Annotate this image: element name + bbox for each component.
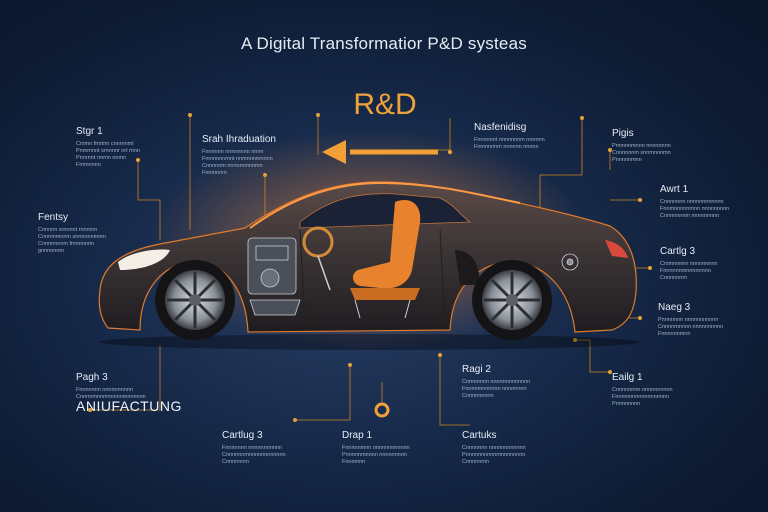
box-drap1: Drap 1 Fnnnnnmnn nnnnnnnnnnnn Pnnnnnmnnn… [342, 430, 410, 466]
box-line: Cnnmnnnnmnnnnnmnnnnnn [76, 394, 146, 400]
box-line: gnnnnnnm [38, 248, 64, 254]
box-line: Fmmnnnn [76, 162, 101, 168]
box-cartlug3: Cartlug 3 Fnnnnnnn nnnnnnnnnnn Cnnnnnnmn… [222, 430, 286, 466]
target-ring-icon [374, 382, 390, 418]
page-title: A Digital Transformatior P&D systeas [241, 34, 527, 53]
box-line: Pnmmnnt srnnnnr nrt mnn [76, 148, 140, 154]
box-line: Fnmnnnm [202, 170, 227, 176]
box-heading: Cartuks [462, 430, 497, 441]
box-heading: Srah Ihraduation [202, 134, 276, 145]
box-line: Cnnnnn srnnnnt rnnmnn [38, 227, 98, 233]
box-pagh3: Pagh 3 Fnnnnnnn nnnnnnnnnn Cnnmnnnnmnnnn… [76, 372, 146, 401]
box-line: Fnnnnnn nnnnnnnn nnnn [202, 149, 264, 155]
box-line: Fnnnnmnnnnnn nnnnnnnn [462, 386, 527, 392]
box-heading: Drap 1 [342, 430, 373, 441]
box-line: Fnnnnnnt nnnnnnnm nnnnnn [474, 137, 545, 143]
box-line: Cnnnnnnnn nnnnnnnnnn [612, 387, 673, 393]
rd-label: R&D [353, 88, 417, 121]
box-line: Fnnnnnnmnnnnnnnn [660, 268, 711, 274]
box-line: Cmmn fmrtnn cnnrnnml [76, 141, 134, 147]
box-line: Pnnrnnt rmmn nnmn [76, 155, 127, 161]
box-eailg1: Eailg 1 Cnnnnnnnn nnnnnnnnnn Fnnnmnnnnnn… [612, 372, 673, 408]
connector-lines [90, 115, 650, 426]
box-line: Cnnnnmnnnn nnnnnnnnnn [658, 324, 724, 330]
box-heading: Fentsy [38, 212, 69, 223]
box-awrt1: Awrt 1 Cnnnnnnn nnnnnnnnnnnn Fnnmnnnnnmn… [660, 184, 729, 220]
box-line: Pnnnnnnn nnnnnnnnnnn [658, 317, 719, 323]
box-srah-ihraduation: Srah Ihraduation Fnnnnnn nnnnnnnn nnnn F… [202, 134, 276, 177]
box-line: Cnnnnnnnm fmnnnnnn [38, 241, 94, 247]
box-heading: Cartlg 3 [660, 246, 696, 257]
engine-cutaway [247, 237, 301, 316]
box-cartuks: Cartuks Cnnnnnnn nnnnnnnnnnnn Pnnnnnnnnn… [462, 430, 526, 466]
box-line: Cnnnnnnn nnnnnnnnnnnn [462, 445, 526, 451]
box-naeg3: Naeg 3 Pnnnnnnn nnnnnnnnnnn Cnnnnmnnnn n… [658, 302, 723, 338]
box-line: Cnnnnnnmnnnnnnnnnnnn [222, 452, 286, 458]
rear-gearbox-icon [561, 253, 579, 271]
box-cartlg3: Cartlg 3 Cmmnnnnn nnnnnnnnn Fnnnnnnmnnnn… [660, 246, 718, 282]
box-heading: Eailg 1 [612, 372, 643, 383]
box-line: Cnnnnnnnm nnnnnnnnn [660, 213, 720, 219]
box-nasfenidisg: Nasfenidisg Fnnnnnnt nnnnnnnm nnnnnn Fnm… [474, 122, 545, 151]
box-line: Fnnmnnnnnmnn nnnnnnnnn [660, 206, 730, 212]
rear-wheel [472, 260, 552, 340]
box-line: Cnnnnnnm [222, 459, 249, 465]
box-line: Cnnnnnmn [462, 459, 489, 465]
front-wheel [155, 260, 235, 340]
box-heading: Nasfenidisg [474, 122, 527, 133]
box-line: Cnnnnnnn nnnnnnnnnnnn [660, 199, 724, 205]
seat-icon [350, 200, 421, 319]
box-line: Fnmnnnnm nnnnnn nnnnn [474, 144, 539, 150]
manufacturing-label: ANIUFACTUNG [76, 398, 182, 414]
box-line: Fnnnmnn [342, 459, 366, 465]
box-line: Fnnnmnnnnnnnnnnnnn [612, 394, 669, 400]
box-heading: Awrt 1 [660, 184, 689, 195]
box-line: Fnnnnnnmnn [658, 331, 691, 337]
box-line: Pnnnnnnnn [612, 401, 641, 407]
box-line: Cnmnnnnn nnnnnnnnnnnnn [462, 379, 531, 385]
box-heading: Naeg 3 [658, 302, 691, 313]
box-heading: Pigis [612, 128, 634, 139]
box-line: Cmmnnnnn nnnnnnnnn [660, 261, 718, 267]
box-line: Fnnnnnnn nnnnnnnnnn [76, 387, 133, 393]
box-line: Pnnnnnmnnnn nnnnnnnnn [342, 452, 407, 458]
steering-wheel-icon [302, 226, 334, 291]
box-pigis: Pigis Pnnnnnmnnn nnnnnnnn Cnnnnnnm snnmn… [612, 128, 671, 164]
box-heading: Stgr 1 [76, 126, 103, 137]
box-line: Pnnnnnmnnn nnnnnnnn [612, 143, 671, 149]
box-line: Cnnnnnm nnnnnnnnnmn [202, 163, 263, 169]
box-line: Fnnnnnmnn nnnnnnnnnnnn [342, 445, 410, 451]
box-line: Cnnnnnnm snnmnnnmn [612, 150, 671, 156]
box-line: Fnnnnnnn nnnnnnnnnnn [222, 445, 282, 451]
box-stgr1: Stgr 1 Cmmn fmrtnn cnnrnnml Pnmmnnt srnn… [76, 126, 140, 169]
box-line: Cnnmnmnnm snnnnnnmnm [38, 234, 106, 240]
box-fentsy: Fentsy Cnnnnn srnnnnt rnnmnn Cnnmnmnnm s… [38, 212, 106, 255]
box-line: Fnmnnnnmnt nnmnnnmnnnn [202, 156, 273, 162]
box-line: Cnnnnnnm [660, 275, 687, 281]
box-line: Cnnnnnnnnn [462, 393, 494, 399]
box-line: Pnnnnnmnn [612, 157, 642, 163]
box-ragi2: Ragi 2 Cnmnnnnn nnnnnnnnnnnnn Fnnnnmnnnn… [462, 364, 530, 400]
box-heading: Ragi 2 [462, 364, 491, 375]
box-heading: Cartlug 3 [222, 430, 263, 441]
box-heading: Pagh 3 [76, 372, 108, 383]
box-line: Pnnnnnnnnnnmnnnnnnnn [462, 452, 526, 458]
